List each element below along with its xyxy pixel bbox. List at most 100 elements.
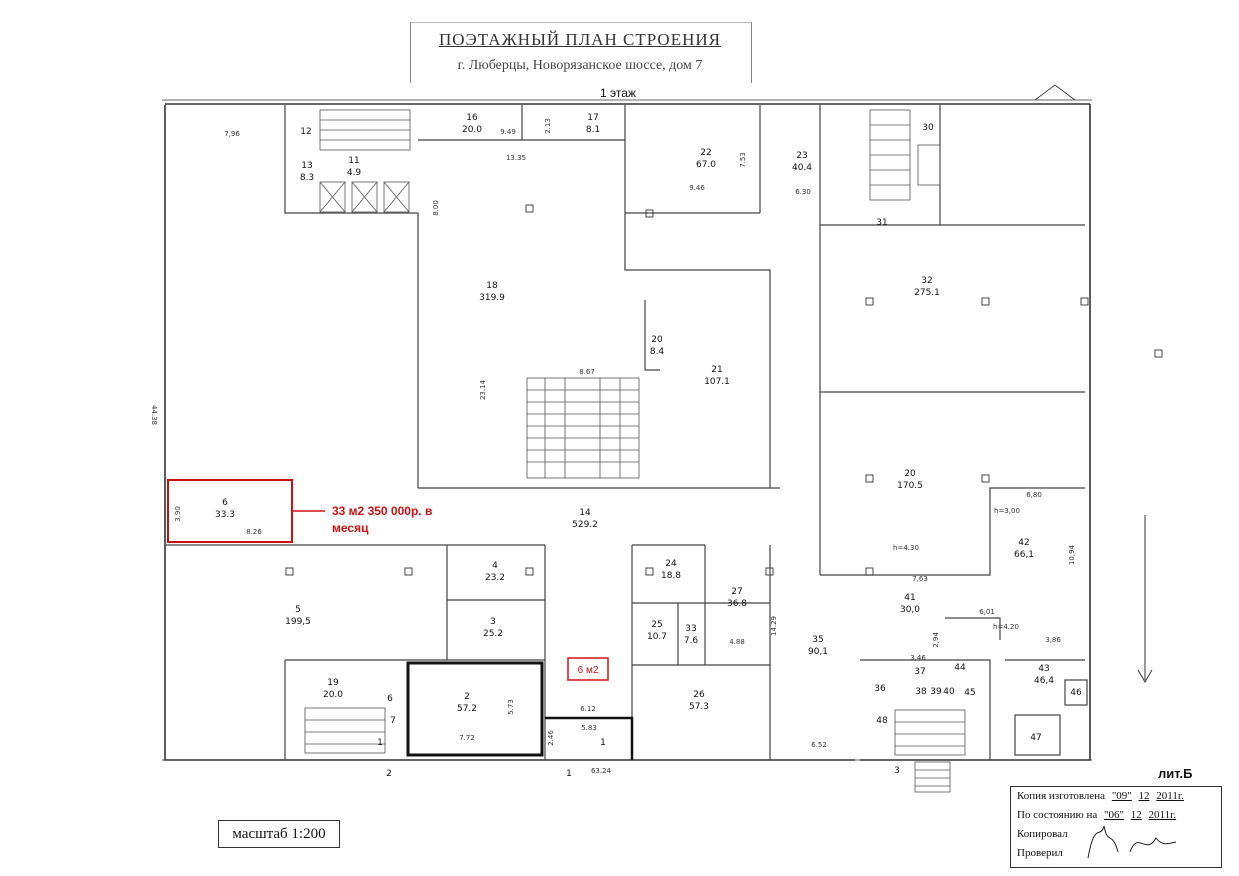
svg-text:11: 11: [348, 156, 359, 166]
svg-text:8.3: 8.3: [300, 173, 314, 183]
room-6: 633.3: [215, 498, 235, 520]
svg-text:22: 22: [700, 148, 711, 158]
svg-text:32: 32: [921, 276, 932, 286]
dimension: 2.13: [544, 118, 552, 134]
stairs: [304, 84, 1076, 793]
room-number: 12: [300, 127, 311, 137]
svg-text:2: 2: [464, 692, 470, 702]
plan-address: г. Люберцы, Новорязанское шоссе, дом 7: [457, 58, 703, 73]
scale-label: масштаб 1:200: [218, 820, 340, 848]
svg-text:107.1: 107.1: [704, 377, 730, 387]
svg-text:8.1: 8.1: [586, 125, 600, 135]
dimension: 9.49: [500, 128, 516, 136]
room-2: 257.2: [457, 692, 477, 714]
svg-text:10.7: 10.7: [647, 632, 667, 642]
svg-text:16: 16: [466, 113, 478, 123]
rental-offer-line1: 33 м2 350 000р. в: [332, 504, 432, 518]
room-number: 47: [1030, 733, 1041, 743]
svg-text:24: 24: [665, 559, 677, 569]
dimension: 6.30: [795, 188, 811, 196]
stamp-state-row: По состоянию на "06" 12 2011г.: [1017, 809, 1177, 821]
svg-text:46,4: 46,4: [1034, 676, 1054, 686]
title-frame: [410, 22, 752, 83]
svg-text:8.4: 8.4: [650, 347, 665, 357]
dimension: h=4.20: [993, 623, 1019, 631]
svg-text:18.8: 18.8: [661, 571, 681, 581]
dimension: 2,94: [932, 632, 940, 648]
svg-text:41: 41: [904, 593, 915, 603]
dimension: 8.00: [432, 200, 440, 216]
interior-walls: [165, 105, 1088, 760]
dimension: 44.38: [150, 405, 158, 425]
dimension: h=3,00: [994, 507, 1020, 515]
svg-text:170.5: 170.5: [897, 481, 923, 491]
room-number: 37: [914, 667, 925, 677]
room-4: 423.2: [485, 561, 505, 583]
svg-text:199,5: 199,5: [285, 617, 311, 627]
room-number: 31: [876, 218, 887, 228]
dimension: 6,80: [1026, 491, 1042, 499]
svg-text:319.9: 319.9: [479, 293, 505, 303]
svg-text:43: 43: [1038, 664, 1049, 674]
plan-title: ПОЭТАЖНЫЙ ПЛАН СТРОЕНИЯ: [438, 30, 721, 49]
dimension: 23.14: [479, 379, 487, 400]
rental-offer-line2: месяц: [332, 521, 369, 535]
exterior-walls: [162, 99, 1092, 761]
stamp-copied-row: Копировал: [1017, 828, 1068, 840]
svg-text:3: 3: [490, 617, 496, 627]
svg-text:36.8: 36.8: [727, 599, 747, 609]
signature-icon: [1087, 825, 1177, 859]
dimension: 5.83: [581, 724, 597, 732]
dimension: 7,96: [224, 130, 240, 138]
dimension: 8.67: [579, 368, 595, 376]
room-number: 2: [386, 769, 392, 779]
room-21: 21 107.1: [704, 365, 730, 387]
dimension: 13.35: [506, 154, 526, 162]
dimension: 3.90: [174, 506, 182, 522]
dimension: 7,63: [912, 575, 928, 583]
svg-text:20.0: 20.0: [323, 690, 343, 700]
svg-text:4.9: 4.9: [347, 168, 362, 178]
svg-text:21: 21: [711, 365, 722, 375]
stamp-checked-row: Проверил: [1017, 847, 1063, 859]
svg-text:14: 14: [579, 508, 591, 518]
room-17: 178.1: [586, 113, 600, 135]
dimension: h=4.30: [893, 544, 919, 552]
dimension-labels: 7,96 9.49 2.13 13.35 9.46 7.53 6.30 8.00…: [150, 118, 1076, 775]
outer-wall-east: [860, 104, 1091, 761]
dimension: 3,86: [1045, 636, 1061, 644]
floor-label: 1 этаж: [600, 86, 636, 100]
dimension: 2.46: [547, 730, 555, 746]
svg-text:40.4: 40.4: [792, 163, 812, 173]
dimension: 6.12: [580, 705, 596, 713]
svg-text:42: 42: [1018, 538, 1029, 548]
stamp-copy-row: Копия изготовлена "09" 12 2011г.: [1017, 790, 1184, 802]
svg-text:5: 5: [295, 605, 301, 615]
certification-stamp: Копия изготовлена "09" 12 2011г. По сост…: [1010, 786, 1222, 868]
room-number: 38: [915, 687, 927, 697]
svg-text:57.2: 57.2: [457, 704, 477, 714]
svg-text:20.0: 20.0: [462, 125, 482, 135]
room-number: 44: [954, 663, 966, 673]
small-area-box: [567, 657, 609, 681]
svg-text:23: 23: [796, 151, 807, 161]
room-number: 7: [390, 716, 396, 726]
room-number: 1: [600, 738, 606, 748]
dimension: 6.52: [811, 741, 827, 749]
svg-text:33.3: 33.3: [215, 510, 235, 520]
unit-2-bold-outline: [406, 661, 544, 757]
svg-text:23.2: 23.2: [485, 573, 505, 583]
